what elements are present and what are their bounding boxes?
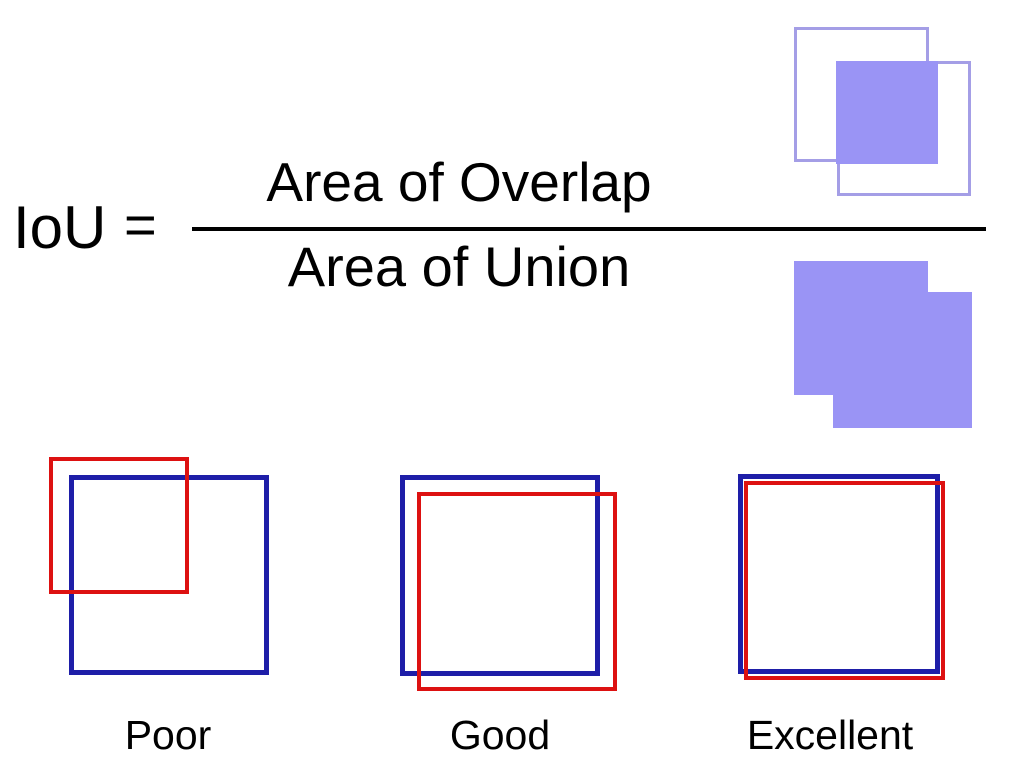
overlap-intersection-fill: [836, 61, 938, 164]
formula-lhs: IoU: [13, 194, 107, 261]
formula-numerator: Area of Overlap: [266, 151, 652, 213]
ground-truth-box: [738, 474, 940, 674]
predicted-box: [744, 481, 945, 680]
ground-truth-box: [69, 475, 269, 675]
example-label-poor: Poor: [124, 712, 212, 758]
predicted-box: [49, 457, 189, 594]
fraction-bar: [192, 227, 986, 231]
example-label-good: Good: [449, 712, 551, 758]
equals-sign: =: [124, 193, 157, 256]
predicted-box: [417, 492, 617, 691]
example-label-excellent: Excellent: [746, 712, 914, 758]
ground-truth-box: [400, 475, 600, 676]
formula-denominator: Area of Union: [287, 235, 631, 298]
union-square-2: [833, 292, 972, 428]
